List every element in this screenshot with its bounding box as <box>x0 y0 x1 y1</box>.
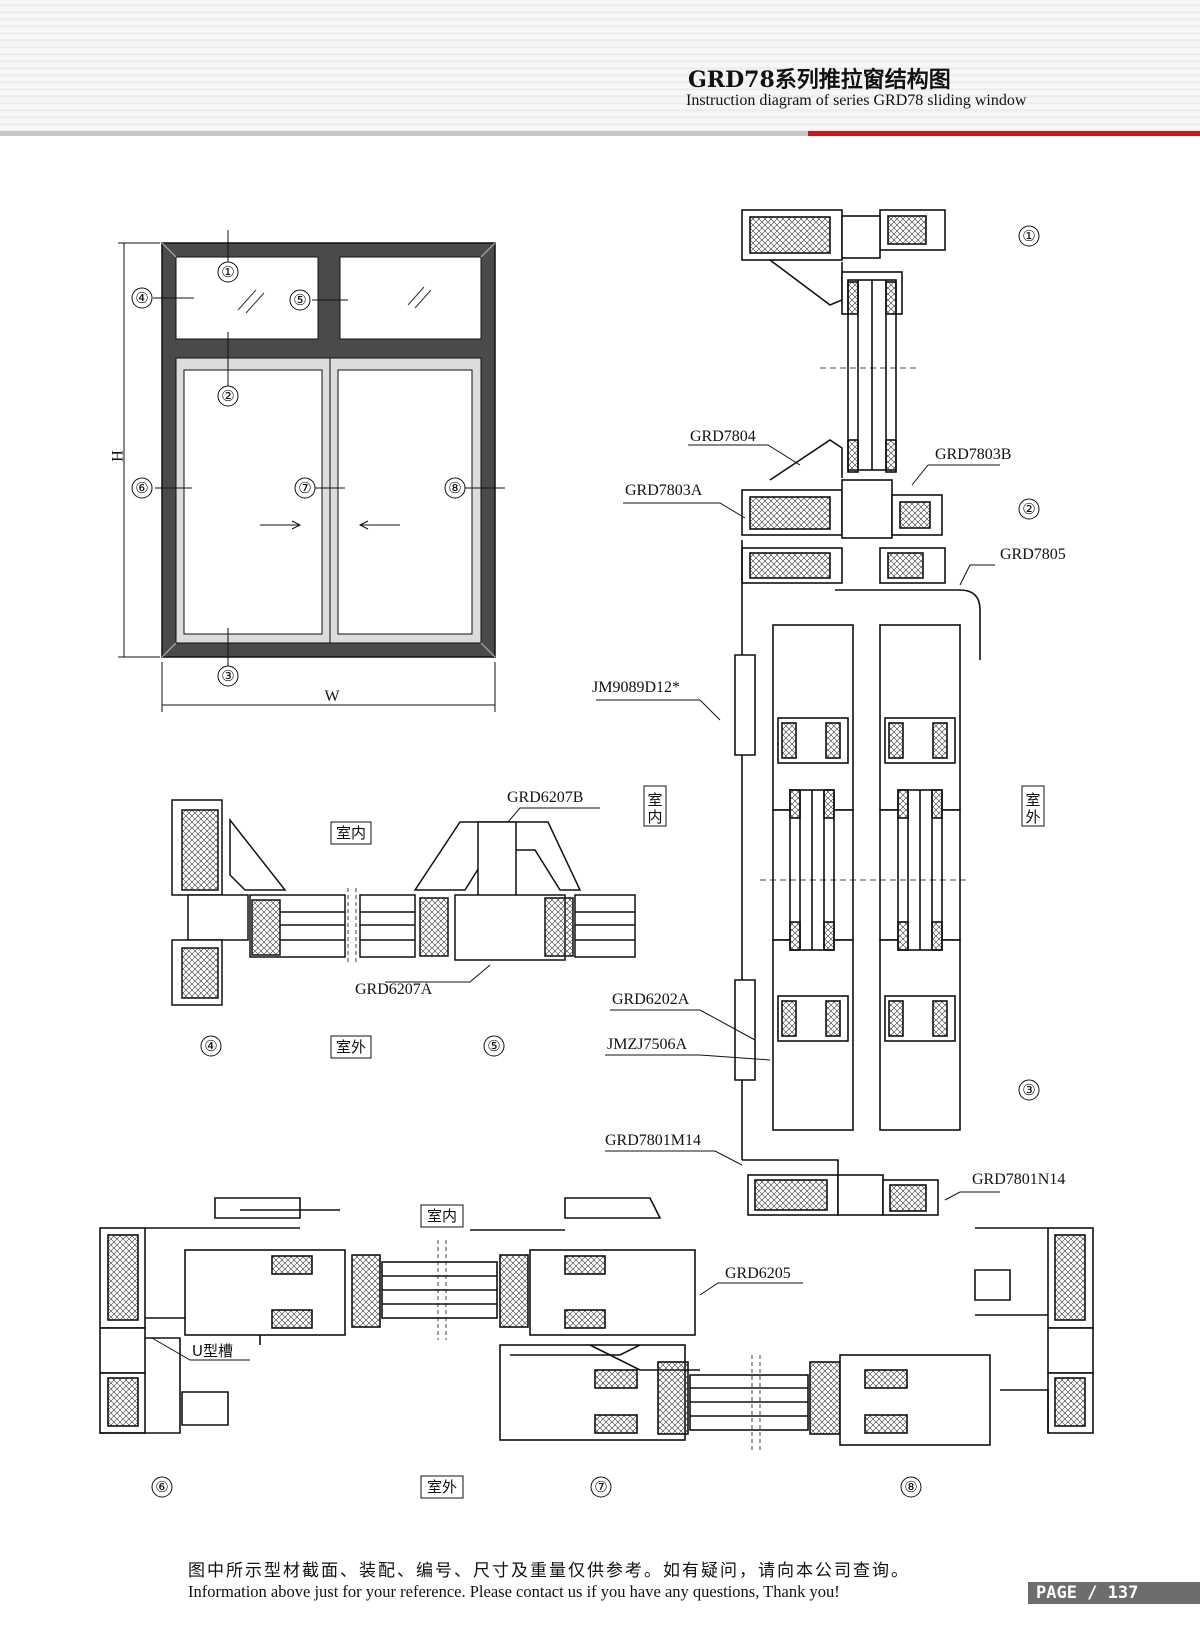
marker-5: ⑤ <box>293 291 306 309</box>
transom-section <box>171 799 636 1006</box>
footer-note-en: Information above just for your referenc… <box>188 1582 840 1601</box>
header-accent-line <box>808 131 1200 136</box>
label-u-groove: U型槽 <box>192 1342 233 1360</box>
section-marker-2: ② <box>1022 500 1035 518</box>
horizontal-section <box>99 1197 1094 1450</box>
section-marker-1: ① <box>1022 227 1035 245</box>
indoor-label-horizontal: 室内 <box>427 1207 457 1225</box>
section-marker-3: ③ <box>1022 1081 1035 1099</box>
label-grd7803a: GRD7803A <box>625 482 703 499</box>
transom-marker-5: ⑤ <box>487 1037 500 1055</box>
label-grd7801n14: GRD7801N14 <box>972 1171 1065 1188</box>
outdoor-label-horizontal: 室外 <box>427 1478 457 1496</box>
marker-6: ⑥ <box>135 479 148 497</box>
label-grd7803b: GRD7803B <box>935 446 1011 463</box>
marker-2: ② <box>221 387 234 405</box>
label-jm9089d12: JM9089D12* <box>592 679 680 696</box>
indoor-label-vertical: 室 <box>647 791 662 809</box>
outdoor-char-1: 室 <box>1025 791 1040 809</box>
outdoor-label-vertical: 室 <box>1025 791 1040 809</box>
indoor-char-2: 内 <box>647 808 662 826</box>
marker-1: ① <box>221 263 234 281</box>
label-grd6205: GRD6205 <box>725 1265 791 1282</box>
page-subtitle: Instruction diagram of series GRD78 slid… <box>686 92 1027 109</box>
elevation-markers: ① ④ ⑤ ② ⑥ ⑦ ⑧ ③ H W <box>108 261 466 705</box>
outdoor-char-2: 外 <box>1025 808 1040 826</box>
label-grd7801m14: GRD7801M14 <box>605 1132 701 1149</box>
page-number-badge: PAGE / 137 <box>1028 1582 1200 1604</box>
label-grd6202a: GRD6202A <box>612 991 690 1008</box>
header-band <box>0 0 1200 136</box>
dimension-w: W <box>324 688 340 705</box>
marker-4: ④ <box>135 289 148 307</box>
outdoor-label-transom: 室外 <box>336 1038 366 1056</box>
marker-7: ⑦ <box>298 479 311 497</box>
vertical-section <box>596 209 1000 1216</box>
label-grd6207a: GRD6207A <box>355 981 433 998</box>
horizontal-marker-6: ⑥ <box>155 1478 168 1496</box>
footer-note-cn: 图中所示型材截面、装配、编号、尺寸及重量仅供参考。如有疑问，请向本公司查询。 <box>188 1561 910 1581</box>
horizontal-marker-8: ⑧ <box>904 1478 917 1496</box>
label-grd6207b: GRD6207B <box>507 789 583 806</box>
indoor-label-vertical-2: 内 <box>647 808 662 826</box>
horizontal-section-labels: GRD6205 U型槽 室内 室外 ⑥ ⑦ ⑧ <box>151 1204 922 1499</box>
dimension-h: H <box>108 450 125 462</box>
transom-marker-4: ④ <box>204 1037 217 1055</box>
outdoor-label-vertical-2: 外 <box>1025 808 1040 826</box>
header-divider <box>0 131 808 136</box>
label-grd7804: GRD7804 <box>690 428 756 445</box>
marker-8: ⑧ <box>448 479 461 497</box>
page-title: GRD78系列推拉窗结构图 <box>688 67 951 93</box>
indoor-char-1: 室 <box>647 791 662 809</box>
window-elevation <box>118 230 505 712</box>
vertical-section-labels: GRD7804 GRD7803B GRD7803A GRD7805 JM9089… <box>592 225 1066 1188</box>
label-grd7805: GRD7805 <box>1000 546 1066 563</box>
label-jmzj7506a: JMZJ7506A <box>607 1036 687 1053</box>
indoor-label-transom: 室内 <box>336 824 366 842</box>
marker-3: ③ <box>221 667 234 685</box>
transom-section-labels: GRD6207B GRD6207A 室内 室外 ④ ⑤ <box>200 789 583 1059</box>
horizontal-marker-7: ⑦ <box>594 1478 607 1496</box>
